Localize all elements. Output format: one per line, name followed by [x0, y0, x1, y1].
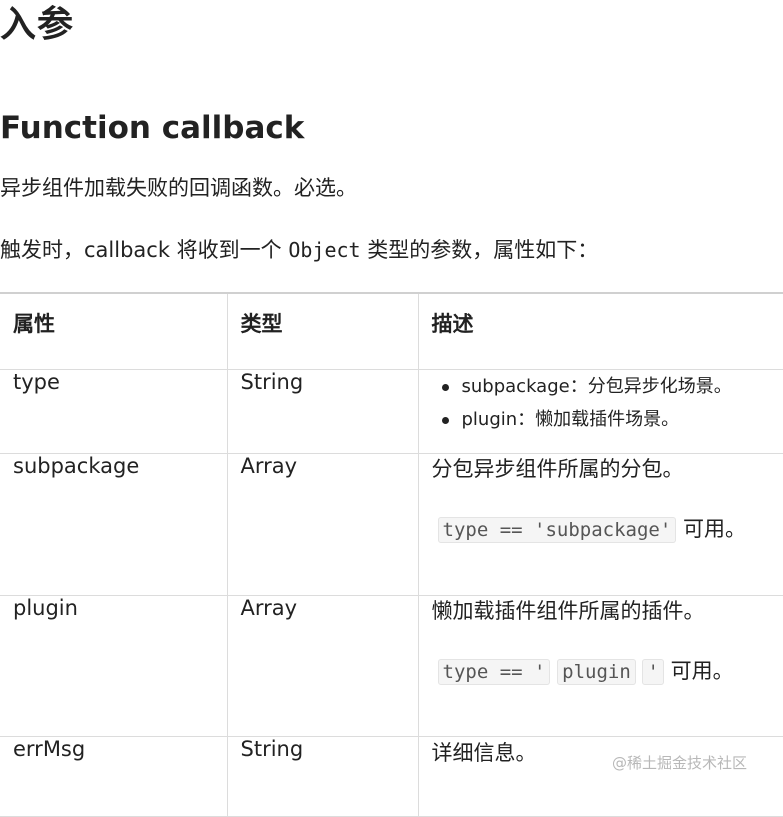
condition-code-part: type == ': [438, 659, 551, 685]
condition-line: type == 'subpackage' 可用。: [432, 514, 783, 545]
condition-code: type == 'subpackage': [438, 517, 677, 543]
cell-type: String: [227, 369, 418, 453]
header-type: 类型: [227, 293, 418, 369]
object-inline-code: Object: [288, 238, 360, 262]
condition-line: type == ' plugin ' 可用。: [432, 656, 783, 687]
cell-name: subpackage: [0, 453, 227, 595]
callback-text-after: 类型的参数，属性如下：: [361, 238, 599, 262]
cell-description: 懒加载插件组件所属的插件。 type == ' plugin ' 可用。: [418, 595, 783, 736]
list-item: subpackage：分包异步化场景。: [462, 370, 783, 403]
description-paragraph: 异步组件加载失败的回调函数。必选。: [0, 173, 357, 203]
bullet-list: subpackage：分包异步化场景。 plugin：懒加载插件场景。: [432, 370, 783, 436]
cell-name: errMsg: [0, 736, 227, 816]
list-item: plugin：懒加载插件场景。: [462, 403, 783, 436]
cell-type: Array: [227, 453, 418, 595]
description-text: 分包异步组件所属的分包。: [432, 454, 783, 484]
description-text: 懒加载插件组件所属的插件。: [432, 596, 783, 626]
table-row: type String subpackage：分包异步化场景。 plugin：懒…: [0, 369, 783, 453]
table-row: plugin Array 懒加载插件组件所属的插件。 type == ' plu…: [0, 595, 783, 736]
params-table: 属性 类型 描述 type String subpackage：分包异步化场景。…: [0, 292, 783, 817]
cell-name: plugin: [0, 595, 227, 736]
condition-code-part: ': [642, 659, 663, 685]
cell-type: String: [227, 736, 418, 816]
section-title: Function callback: [0, 108, 304, 148]
condition-suffix: 可用。: [683, 517, 746, 541]
page-heading: 入参: [0, 0, 74, 50]
document-page: 入参 Function callback 异步组件加载失败的回调函数。必选。 触…: [0, 0, 783, 795]
header-property: 属性: [0, 293, 227, 369]
header-description: 描述: [418, 293, 783, 369]
condition-code-part: plugin: [557, 659, 636, 685]
cell-type: Array: [227, 595, 418, 736]
cell-description: 详细信息。: [418, 736, 783, 816]
watermark: @稀土掘金技术社区: [612, 752, 747, 773]
table-row: subpackage Array 分包异步组件所属的分包。 type == 's…: [0, 453, 783, 595]
cell-name: type: [0, 369, 227, 453]
callback-paragraph: 触发时，callback 将收到一个 Object 类型的参数，属性如下：: [0, 235, 598, 265]
cell-description: 分包异步组件所属的分包。 type == 'subpackage' 可用。: [418, 453, 783, 595]
table-header-row: 属性 类型 描述: [0, 293, 783, 369]
condition-suffix: 可用。: [671, 659, 734, 683]
cell-description: subpackage：分包异步化场景。 plugin：懒加载插件场景。: [418, 369, 783, 453]
callback-text-before: 触发时，callback 将收到一个: [0, 238, 288, 262]
table-row: errMsg String 详细信息。: [0, 736, 783, 816]
